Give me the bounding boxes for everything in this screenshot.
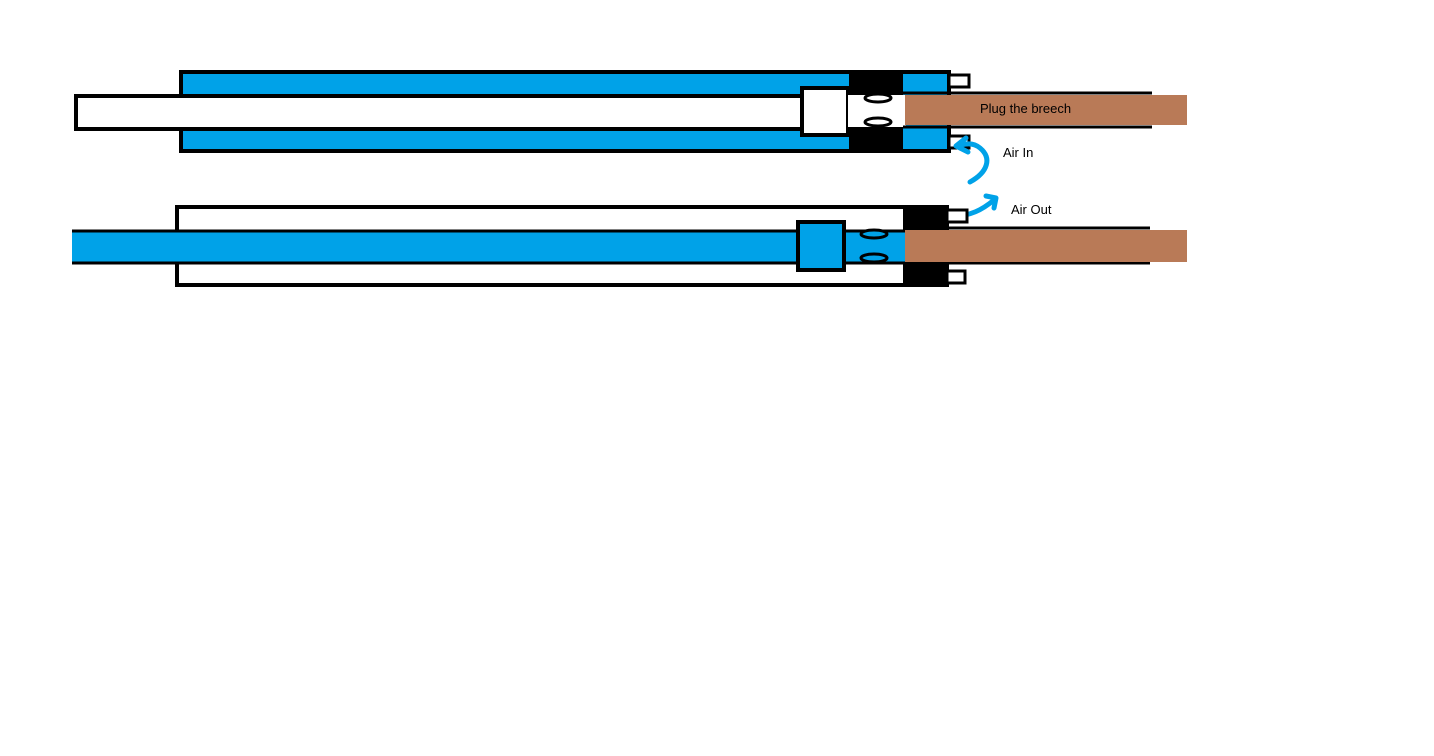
bottom-port-lower: [945, 269, 967, 285]
top-piston: [800, 86, 850, 137]
bottom-breech-plug: [905, 230, 1187, 262]
bottom-inner-barrel: [72, 231, 908, 263]
bottom-piston: [796, 220, 846, 272]
top-port-upper: [947, 73, 971, 89]
plug-label: Plug the breech: [980, 101, 1071, 116]
bottom-port-upper: [945, 208, 969, 224]
top-inner-barrel: [74, 94, 806, 131]
bottom-o-ring-upper: [859, 228, 889, 240]
bottom-o-ring-lower: [859, 252, 889, 264]
air-in-label: Air In: [1003, 145, 1033, 160]
top-o-ring-lower: [863, 116, 893, 128]
air-flow-arrows: Air In Air Out: [951, 135, 1052, 219]
top-assembly: Plug the breech: [74, 70, 1187, 153]
top-o-ring-upper: [863, 92, 893, 104]
bottom-assembly: [72, 205, 1187, 287]
air-out-label: Air Out: [1011, 202, 1052, 217]
breech-plug: [905, 95, 1187, 125]
air-in-arrow: [955, 141, 990, 185]
